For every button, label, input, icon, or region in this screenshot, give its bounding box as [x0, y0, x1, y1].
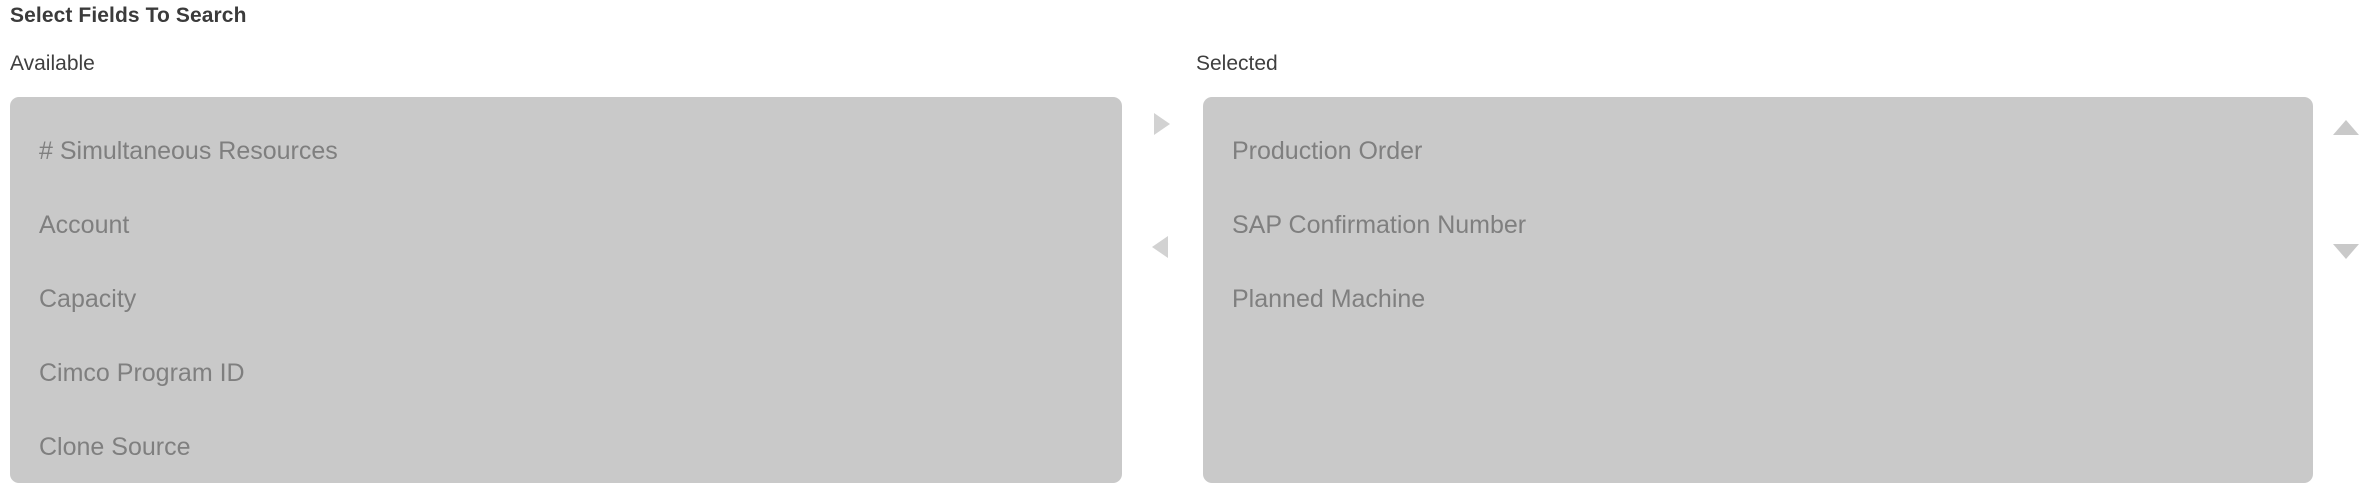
- available-list-label: Available: [10, 52, 95, 75]
- selected-list-label: Selected: [1196, 52, 1278, 75]
- triangle-left-icon: [1152, 236, 1168, 258]
- available-list-item[interactable]: Capacity: [39, 285, 137, 313]
- available-list-item[interactable]: Account: [39, 211, 130, 239]
- available-list-item[interactable]: Cimco Program ID: [39, 359, 245, 387]
- move-left-button[interactable]: [1149, 234, 1175, 260]
- triangle-down-icon: [2333, 244, 2359, 259]
- available-list-item[interactable]: Clone Source: [39, 433, 191, 461]
- selected-list-item[interactable]: SAP Confirmation Number: [1232, 211, 1527, 239]
- triangle-right-icon: [1154, 113, 1170, 135]
- move-down-button[interactable]: [2332, 239, 2360, 267]
- triangle-up-icon: [2333, 120, 2359, 135]
- available-list-item[interactable]: # Simultaneous Resources: [39, 137, 338, 165]
- selected-list-item[interactable]: Planned Machine: [1232, 285, 1426, 313]
- selected-list-item[interactable]: Production Order: [1232, 137, 1423, 165]
- move-right-button[interactable]: [1150, 111, 1176, 137]
- move-up-button[interactable]: [2332, 115, 2360, 143]
- page-title: Select Fields To Search: [10, 4, 247, 27]
